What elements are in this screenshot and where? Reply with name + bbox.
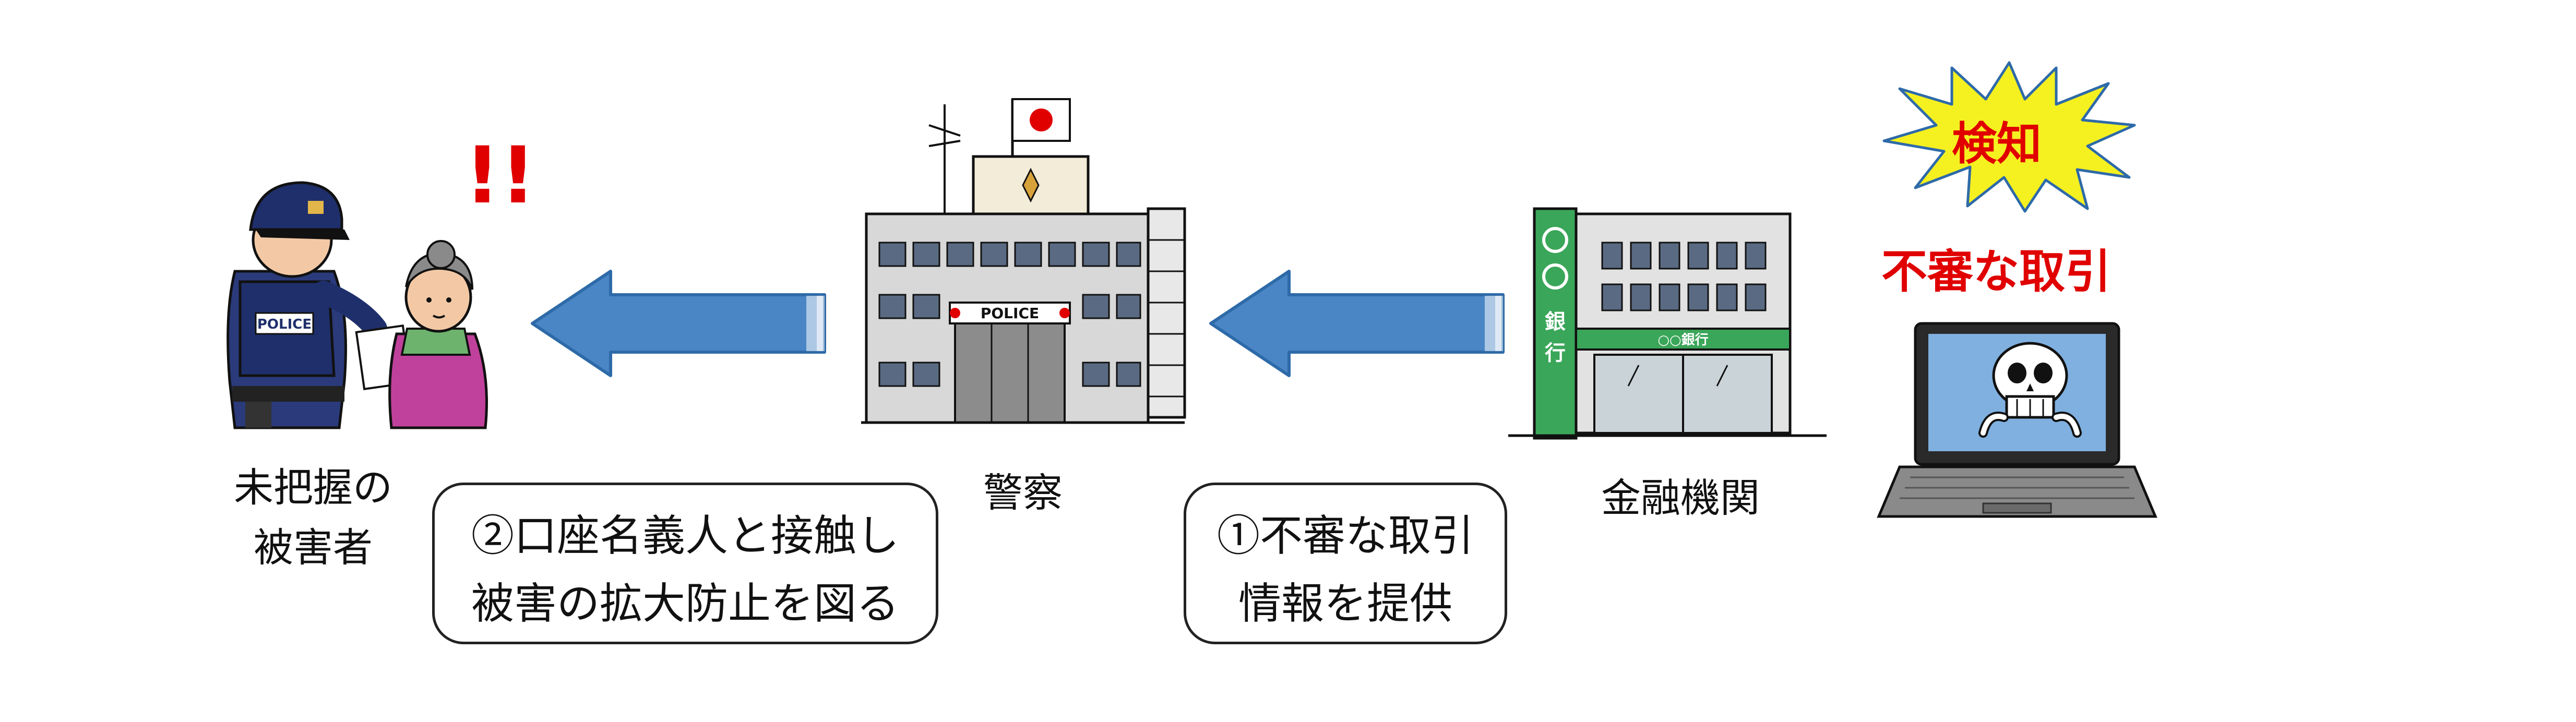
detect-text: 検知 — [1952, 118, 2042, 170]
police-station-sign: POLICE — [981, 305, 1039, 322]
bank-name-sign: ○○銀行 — [1657, 332, 1708, 348]
left-arrow-icon — [531, 270, 826, 377]
contact-victim-line1: ②口座名義人と接触し — [471, 511, 899, 561]
suspicious-transaction-text: 不審な取引 — [1881, 245, 2112, 298]
bank-label: 金融機関 — [1601, 475, 1760, 521]
victim-label-line1: 未把握の — [234, 464, 392, 511]
laptop-skull-icon — [1877, 322, 2157, 518]
starburst-icon — [1882, 61, 2136, 213]
bank-sign-char: 行 — [1545, 341, 1566, 365]
police-vest-text: POLICE — [257, 317, 312, 332]
police-officer-icon: POLICE — [226, 181, 488, 429]
left-arrow-icon — [1209, 270, 1505, 377]
provide-info-line1: ①不審な取引 — [1217, 511, 1474, 561]
provide-info-box: ①不審な取引 情報を提供 — [1184, 483, 1507, 644]
bank-sign-char: 銀 — [1545, 310, 1566, 334]
contact-victim-box: ②口座名義人と接触し 被害の拡大防止を図る — [432, 483, 938, 644]
contact-victim-line2: 被害の拡大防止を図る — [471, 579, 899, 629]
police-label: 警察 — [983, 470, 1063, 516]
victim-label-line2: 被害者 — [254, 524, 373, 571]
provide-info-line2: 情報を提供 — [1238, 579, 1452, 629]
exclamation-text: !! — [464, 130, 536, 221]
police-station-icon: POLICE — [861, 98, 1186, 424]
bank-building-icon: 銀 行 ○○銀行 — [1508, 207, 1827, 440]
